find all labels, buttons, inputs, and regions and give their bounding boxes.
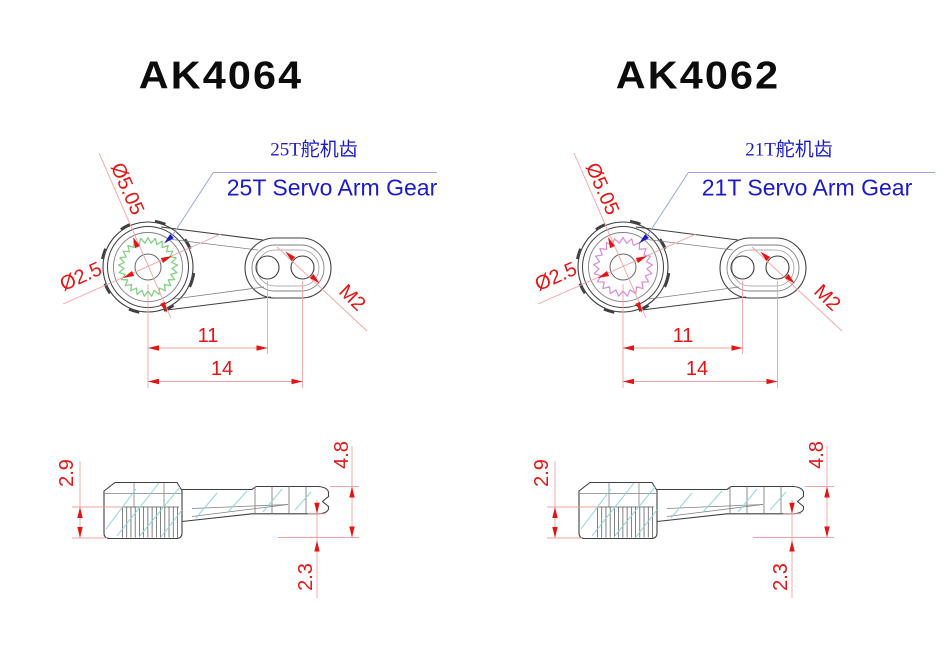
dim-overall-height: 4.8 [806, 441, 828, 469]
dim-hub-height: 2.9 [56, 459, 78, 487]
center-bore-hole [609, 253, 637, 281]
dim-overall-height: 4.8 [331, 441, 353, 469]
dim-arm-offset: 2.3 [295, 563, 317, 591]
part-number-title: AK4064 [138, 54, 304, 98]
side-view-tip-notch [317, 485, 330, 515]
gear-label-en: 21T Servo Arm Gear [701, 174, 913, 201]
dim-hole-spacing-11: 11 [672, 325, 694, 347]
dim-hole-spacing-14: 14 [210, 358, 234, 380]
dim-thread: M2 [809, 280, 845, 316]
gear-label-zh: 21T舵机齿 [745, 139, 833, 161]
drawing-ak4064: AK4064 25T舵机齿 25T Servo Arm Gear Ø5.05 Ø… [0, 0, 472, 648]
dim-gear-diameter: Ø5.05 [105, 159, 149, 219]
gear-label-zh: 25T舵机齿 [270, 139, 358, 161]
dim-hub-height: 2.9 [531, 459, 553, 487]
screw-hole-inner [255, 255, 280, 280]
dim-thread: M2 [334, 280, 370, 316]
part-views-group [537, 152, 935, 598]
dim-arm-offset: 2.3 [770, 563, 792, 591]
screw-hole-outer [765, 255, 790, 280]
side-view-hub [103, 481, 183, 540]
screw-hole-inner [730, 255, 755, 280]
gear-label-en: 25T Servo Arm Gear [226, 174, 438, 201]
side-view-hub [578, 481, 658, 540]
part-views-group [62, 152, 437, 598]
screw-hole-outer [290, 255, 315, 280]
dim-bore-diameter: Ø2.5 [56, 258, 106, 296]
dim-gear-diameter: Ø5.05 [580, 159, 624, 219]
dim-bore-diameter: Ø2.5 [531, 258, 581, 296]
part-number-title: AK4062 [615, 54, 781, 98]
center-bore-hole [134, 253, 162, 281]
dim-hole-spacing-14: 14 [685, 358, 709, 380]
drawing-ak4062: AK4062 21T舵机齿 21T Servo Arm Gear Ø5.05 Ø… [475, 0, 945, 648]
side-view-tip-notch [792, 485, 805, 515]
dim-hole-spacing-11: 11 [197, 325, 219, 347]
